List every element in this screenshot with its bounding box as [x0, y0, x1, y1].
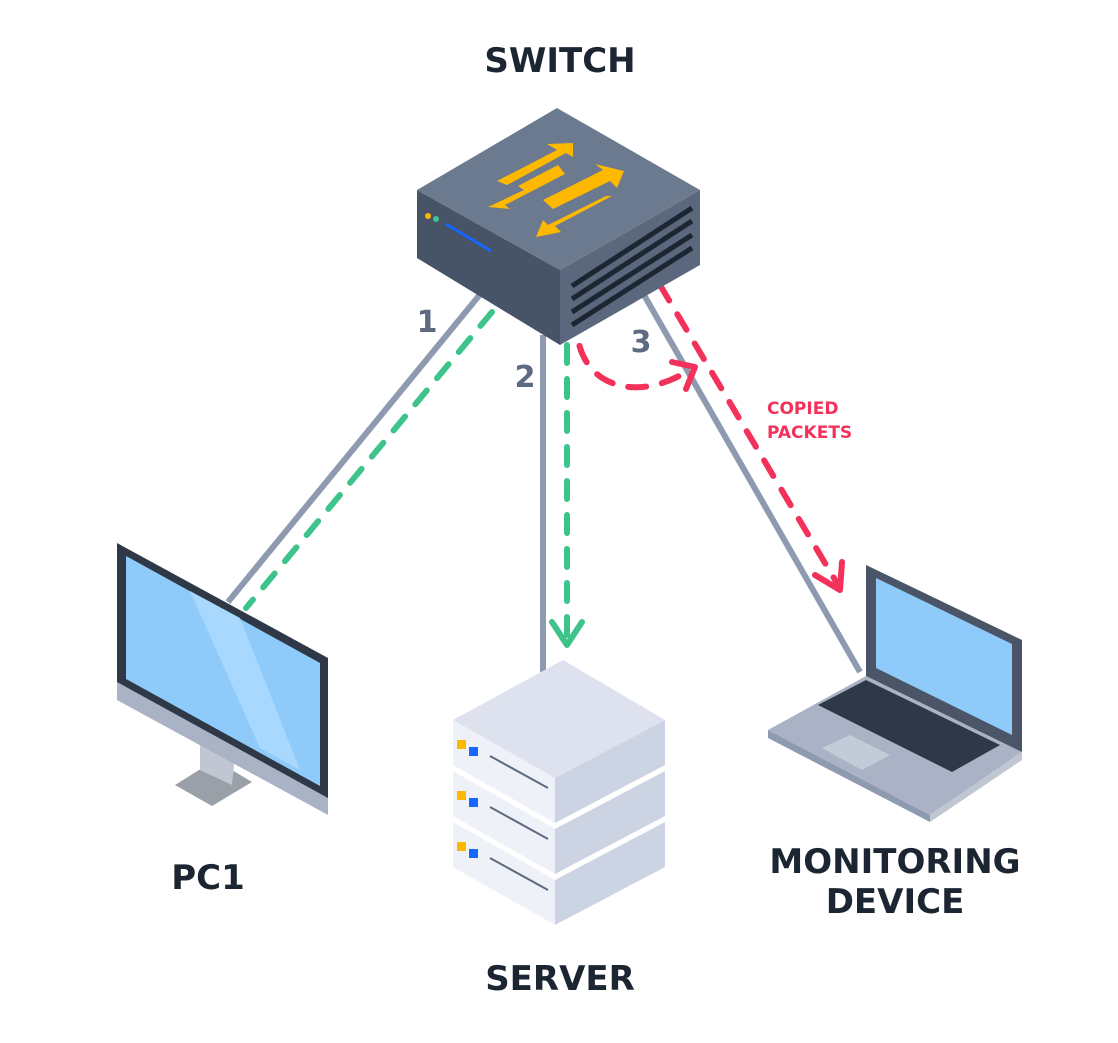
- port-2-label: 2: [515, 360, 536, 395]
- status-led-green-icon: [433, 216, 439, 222]
- copied-packets-label-line2: PACKETS: [767, 423, 852, 443]
- pc1-label: PC1: [171, 858, 245, 898]
- status-led-amber-icon: [425, 213, 431, 219]
- pc1-monitor: [117, 543, 328, 815]
- arrowhead-to-monitor-icon: [812, 559, 845, 593]
- server-label: SERVER: [485, 959, 635, 999]
- mirror-copy-curve: [573, 309, 695, 391]
- cables: [225, 286, 863, 674]
- monitoring-device-label-line1: MONITORING: [769, 842, 1020, 882]
- port-3-label: 3: [631, 325, 652, 360]
- server-unit: [453, 660, 665, 823]
- cable-port-3: [637, 286, 863, 674]
- server-stack: [453, 660, 665, 925]
- server-unit: [453, 771, 665, 874]
- arrowhead-to-server-icon: [549, 619, 585, 648]
- copied-packets-line: [657, 282, 841, 588]
- mirrored-traffic: [573, 282, 841, 588]
- arrowhead-curve-icon: [669, 359, 698, 392]
- monitoring-laptop: [768, 565, 1022, 822]
- port-1-label: 1: [417, 305, 438, 340]
- cable-port-1: [225, 290, 485, 604]
- switching-arrows-icon: [488, 143, 624, 237]
- normal-traffic: [243, 309, 570, 643]
- vent-slots: [570, 205, 694, 328]
- switch-device: [417, 108, 700, 345]
- switch-label: SWITCH: [484, 41, 635, 81]
- traffic-pc-to-switch: [243, 309, 495, 611]
- monitoring-device-label-line2: DEVICE: [826, 882, 965, 922]
- status-bar: [445, 222, 492, 253]
- copied-packets-label-line1: COPIED: [767, 399, 838, 419]
- server-unit: [453, 822, 665, 925]
